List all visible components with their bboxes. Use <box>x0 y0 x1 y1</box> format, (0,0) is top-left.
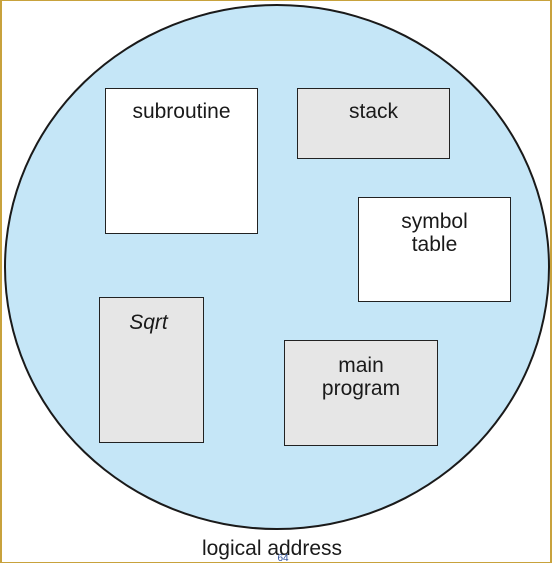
segment-symbol-table-label-line1: symbol <box>401 210 468 233</box>
segment-main-program-label-line1: main <box>338 354 384 377</box>
page-number: 64 <box>277 553 289 563</box>
segment-subroutine-label: subroutine <box>132 100 231 123</box>
segment-symbol-table-label-line2: table <box>411 233 458 256</box>
segment-subroutine: subroutine <box>105 88 258 234</box>
segment-symbol-table: symbol table <box>358 197 511 302</box>
segment-sqrt: Sqrt <box>99 297 204 443</box>
segment-stack: stack <box>297 88 450 159</box>
segment-stack-label: stack <box>348 100 398 123</box>
diagram-caption: logical address <box>201 537 343 560</box>
segment-main-program-label-line2: program <box>321 377 401 400</box>
segment-sqrt-label: Sqrt <box>129 311 168 334</box>
segment-main-program: main program <box>284 340 438 446</box>
